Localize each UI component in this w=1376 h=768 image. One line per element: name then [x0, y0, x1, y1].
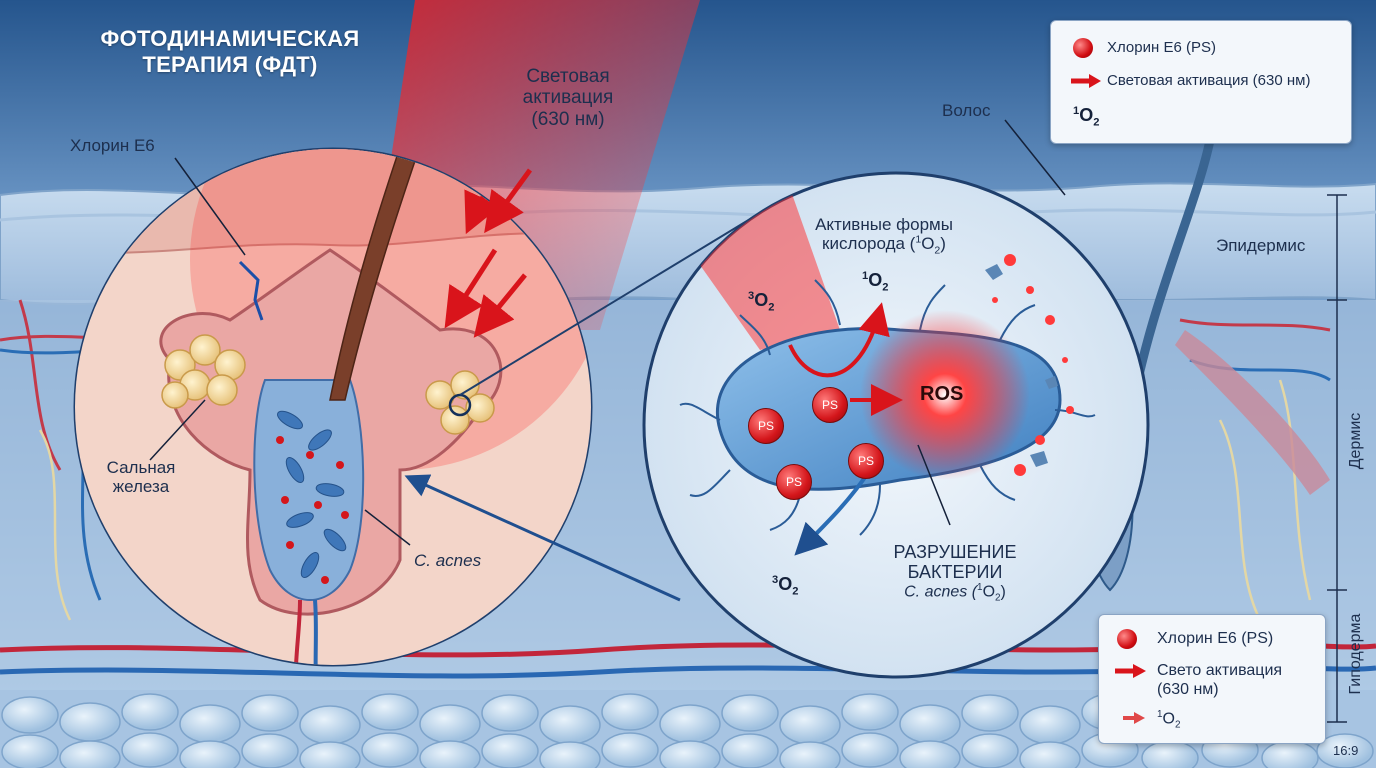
legend-bottom-item-2-line-2: (630 нм): [1157, 681, 1219, 699]
ros-title-line-1: Активные формы: [815, 215, 953, 234]
ros-title-label: Активные формы кислорода (1O2): [786, 215, 982, 257]
triplet-oxygen-label-bottom: 3O2: [772, 574, 798, 598]
legend-bottom-item-1: Хлорин Е6 (PS): [1157, 630, 1274, 647]
title-line-1: ФОТОДИНАМИЧЕСКАЯ: [100, 26, 360, 51]
destruction-sub: 2: [995, 592, 1001, 604]
legend-top-base: O: [1079, 105, 1094, 125]
triplet-top-sub: 2: [768, 301, 775, 314]
red-arrow-icon: [1115, 664, 1146, 678]
singlet-sub: 2: [882, 281, 889, 294]
destruction-line-1: РАЗРУШЕНИЕ: [893, 542, 1017, 562]
diagram-title: ФОТОДИНАМИЧЕСКАЯ ТЕРАПИЯ (ФДТ): [60, 26, 400, 79]
triplet-top-sup: 3: [748, 290, 755, 302]
legend-top-item-2: Световая активация (630 нм): [1107, 72, 1311, 89]
dermis-label: Дермис: [1347, 412, 1364, 470]
destruction-base: O: [982, 583, 996, 601]
legend-bottom-base: O: [1162, 710, 1175, 728]
light-arrow: [484, 168, 533, 234]
hair-pointer: [1004, 119, 1066, 196]
singlet-oxygen-label: 1O2: [862, 270, 888, 294]
legend-top-sub: 2: [1093, 116, 1100, 129]
ros-label: ROS: [920, 383, 964, 405]
ps-molecule: PS: [748, 408, 784, 444]
legend-bottom-item-2: Свето активация (630 нм): [1157, 661, 1282, 699]
follicle-zoom-circle: [73, 147, 593, 667]
zoom-connector: [459, 209, 766, 396]
light-activation-label: Световая активация (630 нм): [498, 66, 638, 130]
title-line-2: ТЕРАПИЯ (ФДТ): [142, 52, 318, 78]
ps-dot-icon: [1073, 38, 1093, 58]
legend-bottom: Хлорин Е6 (PS) Свето активация (630 нм) …: [1098, 614, 1326, 744]
destruction-sup: 1: [977, 582, 983, 594]
sebaceous-line-1: Сальная: [106, 458, 176, 477]
destruction-line-2: БАКТЕРИИ: [907, 562, 1003, 583]
triplet-bottom-sub: 2: [792, 585, 799, 598]
sebaceous-label: Сальная железа: [96, 458, 186, 496]
legend-top-sup: 1: [1073, 105, 1080, 117]
ps-molecule: PS: [812, 387, 848, 423]
layer-scale: [1327, 194, 1347, 723]
legend-bottom-sup: 1: [1157, 709, 1163, 720]
bacteria-arrow: [404, 474, 681, 602]
ps-molecule: PS: [848, 443, 884, 479]
legend-top: Хлорин Е6 (PS) Световая активация (630 н…: [1050, 20, 1352, 144]
ros-title-sub: 2: [934, 244, 941, 257]
triplet-oxygen-label-top: 3O2: [748, 290, 774, 314]
epidermis-label: Эпидермис: [1216, 236, 1306, 255]
triplet-top-base: O: [754, 290, 769, 310]
red-small-arrow-icon: [1123, 712, 1145, 724]
ros-title-text: кислорода (: [822, 234, 916, 254]
destruction-label: РАЗРУШЕНИЕ БАКТЕРИИ C. acnes (1O2): [880, 542, 1030, 604]
destruction-line-3: C. acnes (1O2): [904, 582, 1006, 604]
light-line-2: активация: [522, 87, 614, 109]
ps-molecule: PS: [776, 464, 812, 500]
chlorin-label: Хлорин Е6: [70, 136, 155, 155]
singlet-base: O: [868, 270, 883, 290]
light-line-1: Световая: [526, 66, 610, 87]
ros-title-sup: 1: [915, 233, 922, 246]
destruction-line-3-text: C. acnes (: [904, 583, 978, 601]
legend-bottom-item-3: 1O2: [1157, 709, 1180, 731]
cacnes-pointer: [364, 509, 411, 546]
ps-dot-icon: [1117, 629, 1137, 649]
sebaceous-pointer: [149, 399, 206, 461]
aspect-label: 16:9: [1333, 743, 1359, 758]
legend-top-item-1: Хлорин Е6 (PS): [1107, 39, 1216, 56]
triplet-bottom-sup: 3: [772, 574, 779, 586]
hypodermis-label: Гиподерма: [1347, 613, 1364, 695]
ros-title-line-2: кислорода (1O2): [822, 233, 946, 257]
singlet-sup: 1: [862, 270, 869, 282]
ros-title-base: O: [921, 234, 935, 254]
legend-bottom-sub: 2: [1174, 719, 1181, 731]
light-line-3: (630 нм): [531, 108, 605, 130]
bacteria-zoom-circle: [642, 171, 1150, 679]
chlorin-pointer: [174, 157, 246, 256]
hair-label: Волос: [942, 101, 991, 120]
cacnes-label: C. acnes: [414, 551, 482, 570]
legend-bottom-item-2-line-1: Свето активация: [1157, 662, 1283, 679]
legend-top-item-3: 1O2: [1073, 105, 1099, 129]
triplet-bottom-base: O: [778, 574, 793, 594]
red-arrow-icon: [1071, 74, 1101, 88]
sebaceous-line-2: железа: [112, 477, 170, 497]
